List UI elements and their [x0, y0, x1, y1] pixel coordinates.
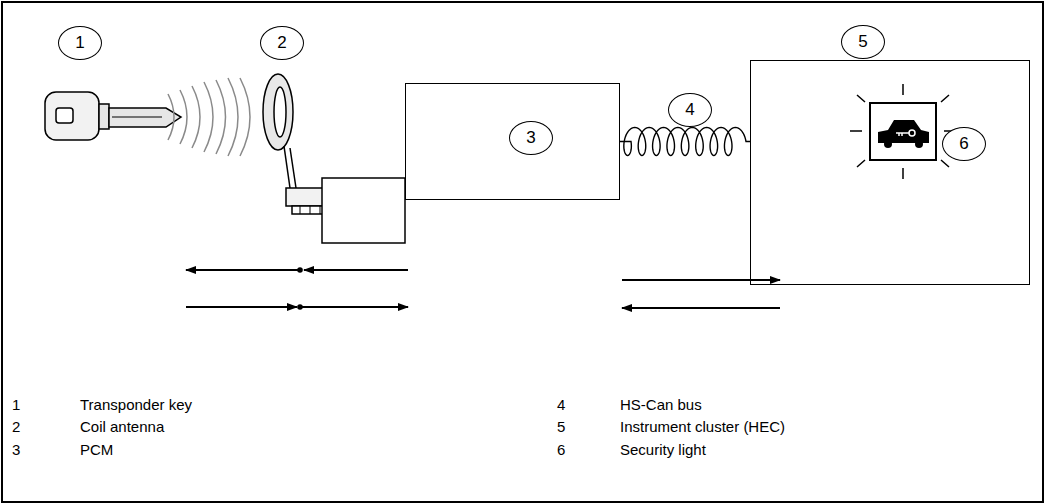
key-number: 1	[12, 396, 20, 414]
instrument-cluster-box: 56	[750, 60, 1030, 285]
pcm-box: 3	[405, 83, 620, 200]
key-number: 4	[557, 396, 565, 414]
callout-number: 1	[58, 26, 102, 60]
key-number: 5	[557, 418, 565, 436]
part-name: HS-Can bus	[620, 396, 702, 414]
transponder-key	[45, 92, 181, 140]
key-number: 2	[12, 418, 20, 436]
pcm-connector	[322, 178, 405, 243]
callout-number: 2	[260, 26, 304, 60]
part-name: Security light	[620, 441, 706, 459]
part-name: PCM	[80, 441, 113, 459]
security-light-symbol	[850, 84, 956, 179]
can-bus-coil	[620, 128, 750, 156]
key-number: 6	[557, 441, 565, 459]
callout-number: 4	[668, 93, 712, 127]
callout-number: 5	[841, 25, 885, 59]
part-name: Coil antenna	[80, 418, 164, 436]
radio-waves	[168, 78, 250, 156]
callout-number: 6	[942, 127, 986, 161]
part-name: Instrument cluster (HEC)	[620, 418, 785, 436]
key-number: 3	[12, 441, 20, 459]
callout-number: 3	[509, 121, 553, 155]
part-name: Transponder key	[80, 396, 192, 414]
signal-arrows	[186, 267, 780, 310]
